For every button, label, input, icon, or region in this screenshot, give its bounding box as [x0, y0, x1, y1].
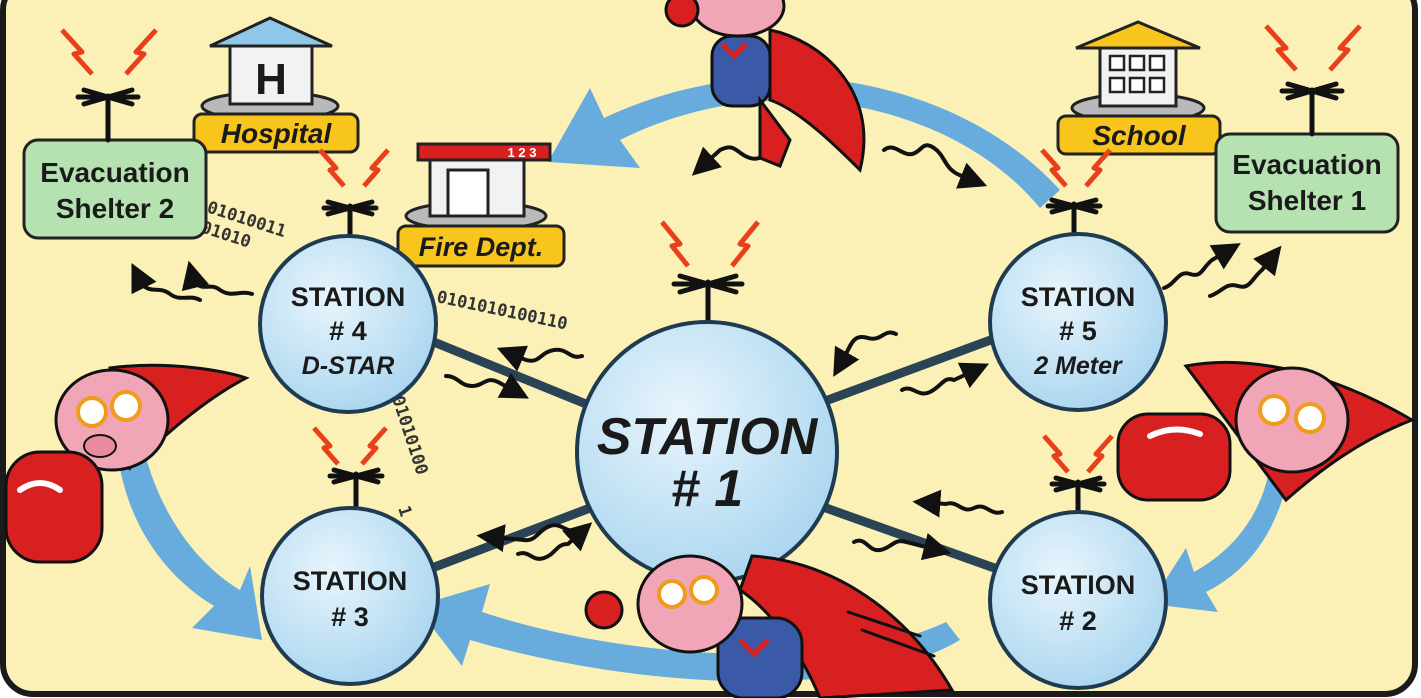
station-4: STATION # 4 D-STAR: [260, 236, 436, 412]
hospital-label: Hospital: [221, 118, 333, 149]
station-1: STATION # 1: [577, 322, 837, 582]
fire-dept-label: Fire Dept.: [419, 232, 544, 262]
station-5-line1: STATION: [1021, 282, 1136, 312]
station-2: STATION # 2: [990, 512, 1166, 688]
station-1-line2: # 1: [671, 460, 743, 518]
hospital-sign: H: [255, 55, 287, 104]
station-3-line1: STATION: [293, 566, 408, 596]
station-5-line2: # 5: [1059, 316, 1097, 346]
station-5: STATION # 5 2 Meter: [990, 234, 1166, 410]
station-3-line2: # 3: [331, 602, 369, 632]
shelter-1-line1: Evacuation: [1232, 149, 1381, 180]
station-5-mode: 2 Meter: [1033, 352, 1123, 380]
station-3: STATION # 3: [262, 508, 438, 684]
fire-dept-number: 1 2 3: [508, 145, 537, 160]
station-4-mode: D-STAR: [302, 352, 395, 380]
shelter-2-line2: Shelter 2: [56, 193, 174, 224]
shelter-1-line2: Shelter 1: [1248, 185, 1366, 216]
station-2-line1: STATION: [1021, 570, 1136, 600]
station-4-line1: STATION: [291, 282, 406, 312]
school-label: School: [1092, 120, 1187, 151]
station-4-line2: # 4: [329, 316, 367, 346]
evacuation-shelter-1: Evacuation Shelter 1: [1216, 134, 1398, 232]
station-2-line2: # 2: [1059, 606, 1097, 636]
evacuation-shelter-2: Evacuation Shelter 2: [24, 140, 206, 238]
station-1-line1: STATION: [597, 408, 819, 466]
shelter-2-line1: Evacuation: [40, 157, 189, 188]
